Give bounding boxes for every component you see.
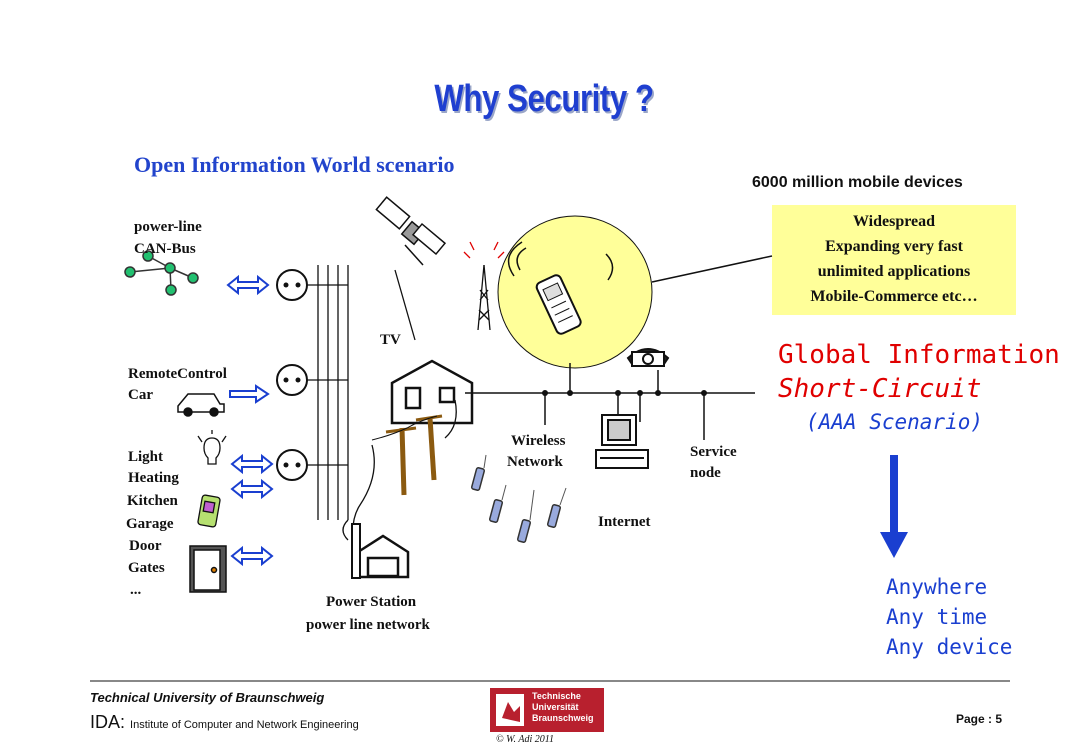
box-line: Widespread bbox=[852, 213, 936, 230]
aaa-scenario: (AAA Scenario) bbox=[806, 410, 984, 434]
light-bulb-icon bbox=[197, 430, 227, 465]
page-number: Page : 5 bbox=[956, 712, 1003, 726]
can-bus-label: CAN-Bus bbox=[134, 241, 196, 257]
tv-link-line bbox=[394, 269, 416, 341]
any-item: Any device bbox=[886, 635, 1013, 659]
box-line: unlimited applications bbox=[817, 263, 971, 280]
home-item-light: Light bbox=[128, 449, 164, 465]
logo-text: Technische Universität Braunschweig bbox=[532, 691, 594, 723]
down-arrow-icon bbox=[880, 455, 908, 558]
power-station-label-2: power line network bbox=[306, 617, 430, 633]
home-item-more: ... bbox=[130, 582, 142, 598]
power-socket-icons bbox=[276, 269, 308, 481]
utility-pole-icons bbox=[385, 414, 443, 496]
page-title: Why Security ? bbox=[434, 78, 654, 120]
home-item-garage: Garage bbox=[126, 516, 174, 532]
global-line-2: Short-Circuit bbox=[778, 374, 982, 404]
university-name: Technical University of Braunschweig bbox=[90, 690, 325, 705]
service-label-1: Service bbox=[690, 444, 737, 460]
institute-name: IDA: Institute of Computer and Network E… bbox=[90, 712, 359, 733]
satellite-icon bbox=[375, 196, 447, 266]
appliance-icon bbox=[197, 494, 221, 528]
any-item: Any time bbox=[886, 605, 988, 629]
pointer-line bbox=[651, 255, 773, 283]
service-label-2: node bbox=[690, 465, 721, 481]
global-line-1: Global Information bbox=[778, 340, 1060, 370]
mobile-handset-icons bbox=[470, 467, 562, 543]
global-information-heading: Global Information Short-Circuit bbox=[778, 338, 1060, 406]
remote-control-label: RemoteControl bbox=[128, 366, 227, 382]
house-icon bbox=[390, 359, 474, 425]
power-station-label-1: Power Station bbox=[326, 594, 417, 610]
home-item-kitchen: Kitchen bbox=[127, 493, 178, 509]
can-bus-network-icon bbox=[124, 250, 199, 296]
tv-label: TV bbox=[380, 332, 401, 348]
ida-full: Institute of Computer and Network Engine… bbox=[130, 719, 359, 731]
antenna-tower-icon bbox=[463, 241, 505, 331]
double-arrow-icons bbox=[226, 274, 274, 567]
info-box: Widespread Expanding very fast unlimited… bbox=[772, 205, 1016, 315]
car-label: Car bbox=[128, 387, 153, 403]
power-station-icon bbox=[356, 534, 410, 579]
box-line: Mobile-Commerce etc… bbox=[810, 288, 978, 305]
power-line-label: power-line bbox=[134, 219, 202, 235]
telephone-icon bbox=[626, 348, 670, 367]
home-item-gates: Gates bbox=[128, 560, 165, 576]
wireless-label-2: Network bbox=[507, 454, 563, 470]
any-item: Anywhere bbox=[886, 575, 988, 599]
mobile-phone-icon bbox=[535, 274, 582, 335]
car-icon bbox=[177, 393, 225, 417]
ida-label: IDA: bbox=[90, 712, 126, 732]
mobile-bubble bbox=[497, 215, 653, 369]
university-logo bbox=[490, 688, 604, 732]
any-list: Anywhere Any time Any device bbox=[886, 572, 1012, 662]
power-line-wires bbox=[307, 265, 375, 546]
mobile-count: 6000 million mobile devices bbox=[752, 174, 963, 191]
internet-label: Internet bbox=[598, 514, 651, 530]
box-line: Expanding very fast bbox=[825, 238, 963, 255]
scenario-subtitle: Open Information World scenario bbox=[134, 152, 455, 177]
copyright: © W. Adi 2011 bbox=[496, 734, 554, 745]
home-item-heating: Heating bbox=[128, 470, 179, 486]
computer-icon bbox=[595, 414, 649, 469]
lion-crest-icon bbox=[496, 694, 524, 726]
door-icon bbox=[189, 545, 227, 593]
signal-waves-icon bbox=[507, 241, 614, 281]
home-item-door: Door bbox=[129, 538, 162, 554]
handset-antennas bbox=[483, 454, 567, 521]
wireless-label-1: Wireless bbox=[511, 433, 566, 449]
